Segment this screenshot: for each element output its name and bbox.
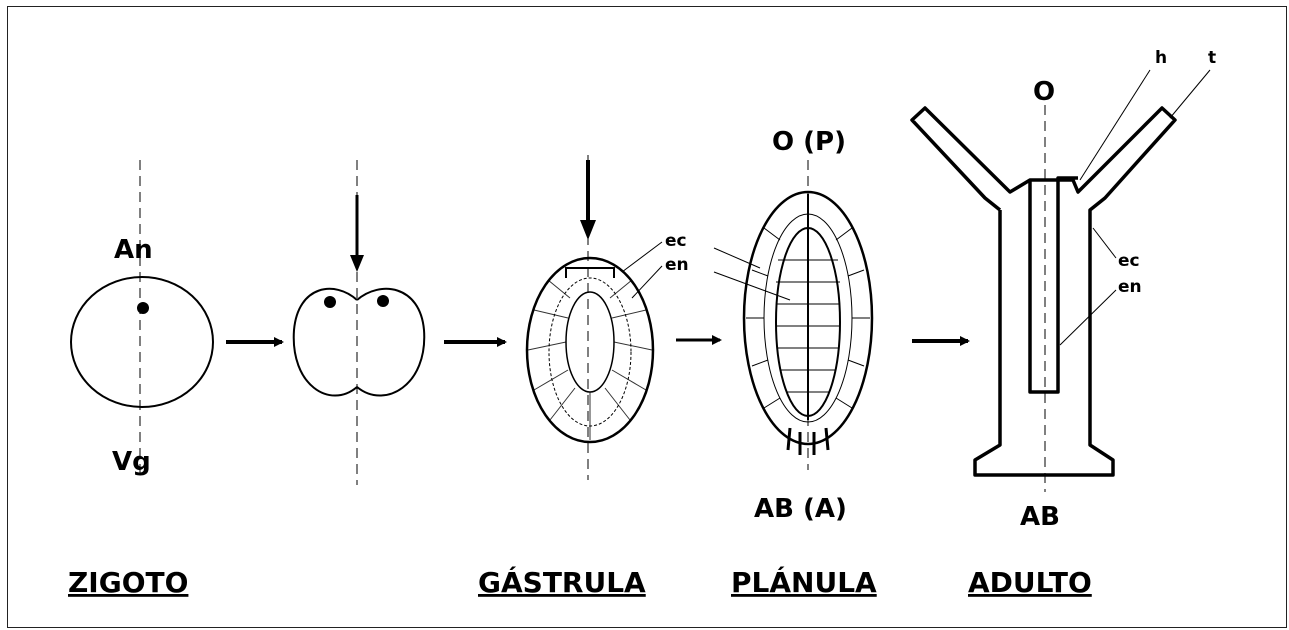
stage-title-zygote: ZIGOTO xyxy=(68,566,188,599)
planula-figure xyxy=(714,160,872,470)
adult-polyp-figure xyxy=(912,70,1210,492)
tentacle-label: t xyxy=(1208,48,1216,68)
zygote-vegetal-pole-label: Vg xyxy=(112,447,151,477)
adult-ectoderm-label: ec xyxy=(1118,251,1140,271)
gastrula-ectoderm-label: ec xyxy=(665,231,687,251)
zygote-animal-pole-label: An xyxy=(114,235,153,265)
stage-title-adult: ADULTO xyxy=(968,566,1092,599)
adult-endoderm-label: en xyxy=(1118,277,1142,297)
gastrula-figure xyxy=(527,155,662,480)
gastrula-endoderm-label: en xyxy=(665,255,689,275)
two-cell-figure xyxy=(294,160,425,485)
adult-oral-pole-label: O xyxy=(1033,77,1055,107)
zygote-figure xyxy=(71,160,213,480)
planula-oral-pole-label: O (P) xyxy=(772,127,846,157)
adult-aboral-pole-label: AB xyxy=(1020,502,1060,532)
stage-title-gastrula: GÁSTRULA xyxy=(478,565,646,599)
planula-aboral-pole-label: AB (A) xyxy=(754,494,847,524)
hypostome-label: h xyxy=(1155,48,1167,68)
stage-title-planula: PLÁNULA xyxy=(731,565,877,599)
